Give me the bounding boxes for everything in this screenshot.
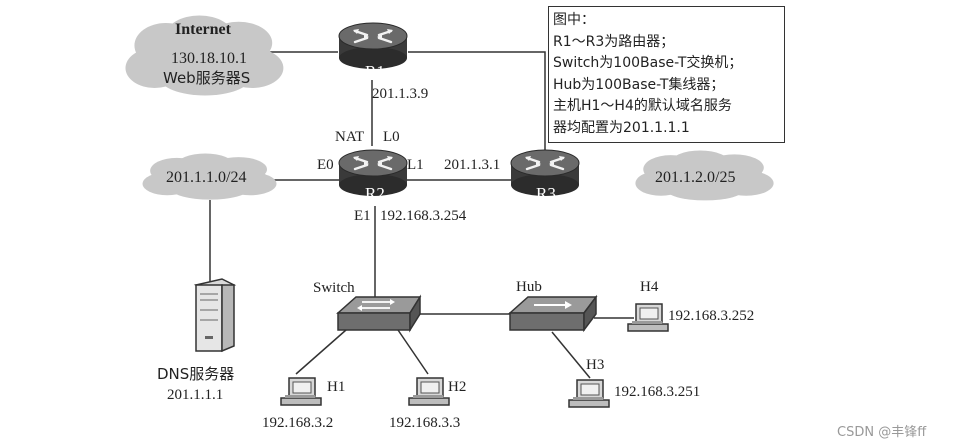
link-switch-h2 <box>397 329 429 375</box>
note-line: Hub为100Base-T集线器； <box>553 76 725 93</box>
note-line: R1～R3为路由器； <box>553 33 675 50</box>
host-h3-label: H3 <box>586 357 605 373</box>
hub-label: Hub <box>516 279 542 295</box>
lan2-subnet-label: 201.1.2.0/25 <box>655 169 736 186</box>
web-server-label: Web服务器S <box>163 69 251 87</box>
desktop-computer-icon-h1 <box>280 377 322 406</box>
dns-server-ip: 201.1.1.1 <box>167 387 224 403</box>
link-switch-h1 <box>295 329 347 375</box>
note-line: 图中： <box>553 12 595 28</box>
router-r1-label: R1 <box>365 62 385 81</box>
note-line: 主机H1～H4的默认域名服务 <box>553 98 732 114</box>
watermark-text: CSDN @丰锋ff <box>837 425 927 440</box>
router-r2-label: R2 <box>365 184 385 203</box>
interface-e1-ip: 192.168.3.254 <box>380 208 467 224</box>
host-h1-ip: 192.168.3.2 <box>262 415 334 431</box>
desktop-computer-icon-h2 <box>408 377 450 406</box>
server-tower-icon <box>193 278 237 353</box>
router-r1-ip: 201.1.3.9 <box>372 86 429 102</box>
dns-server-label: DNS服务器 <box>157 365 235 383</box>
host-h1-label: H1 <box>327 379 346 395</box>
note-line: 器均配置为201.1.1.1 <box>553 119 690 136</box>
interface-l0-label: L0 <box>383 129 400 145</box>
internet-cloud-title: Internet <box>175 21 231 38</box>
host-h2-ip: 192.168.3.3 <box>389 415 461 431</box>
legend-note-box: 图中： R1～R3为路由器； Switch为100Base-T交换机； Hub为… <box>548 6 785 143</box>
interface-l1-label: L1 <box>407 157 424 173</box>
note-line: Switch为100Base-T交换机； <box>553 55 743 71</box>
router-r3-ip: 201.1.3.1 <box>444 157 501 173</box>
host-h2-label: H2 <box>448 379 467 395</box>
interface-e1-label: E1 <box>354 208 371 224</box>
hub-icon <box>508 294 598 333</box>
host-h4-label: H4 <box>640 279 659 295</box>
desktop-computer-icon-h3 <box>568 379 610 408</box>
router-r3-label: R3 <box>536 184 556 203</box>
web-server-ip: 130.18.10.1 <box>171 50 247 67</box>
link-r1-r3 <box>408 51 546 180</box>
host-h3-ip: 192.168.3.251 <box>614 384 701 400</box>
network-links <box>209 51 634 379</box>
switch-icon <box>336 294 422 333</box>
host-h4-ip: 192.168.3.252 <box>668 308 755 324</box>
interface-e0-label: E0 <box>317 157 334 173</box>
nat-label: NAT <box>335 129 365 145</box>
lan1-subnet-label: 201.1.1.0/24 <box>166 169 247 186</box>
link-hub-h3 <box>551 331 591 379</box>
switch-label: Switch <box>313 280 355 296</box>
